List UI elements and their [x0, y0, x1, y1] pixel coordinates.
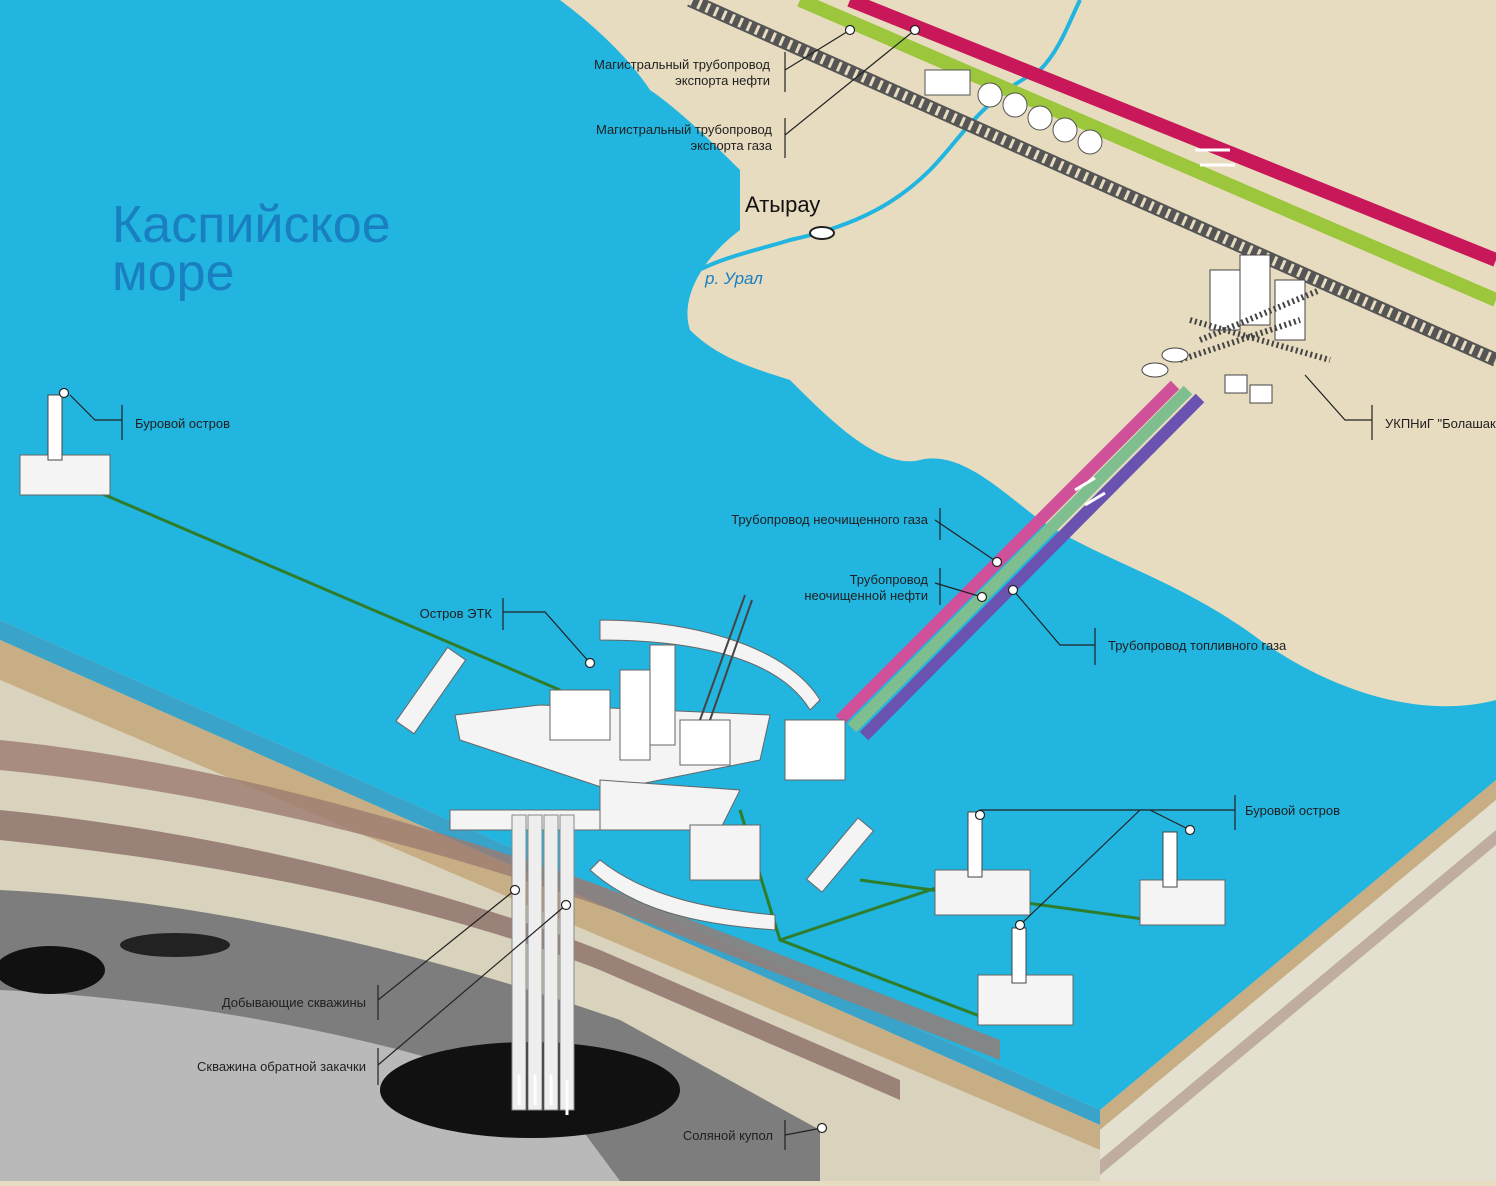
ukpnig-label: УКПНиГ "Болашак" [1385, 416, 1496, 431]
oil-reservoir-2 [120, 933, 230, 957]
drill-island-se-3-icon [977, 927, 1074, 1026]
tank-train-icon [924, 69, 1103, 155]
ukpnig-plant-icon [1141, 254, 1331, 404]
city-label: Атырау [745, 192, 820, 217]
strata-band-2 [0, 810, 900, 1100]
export-flow-arrows-icon [1195, 148, 1235, 167]
gas-export-label-line1: Магистральный трубопровод [596, 122, 772, 137]
drill-island-se-label: Буровой остров [1245, 803, 1340, 818]
sea-label-line1: Каспийское [112, 196, 391, 254]
drill-island-se-2-icon [1139, 831, 1226, 926]
strata-band-1 [0, 740, 1000, 1060]
drill-island-nw-label: Буровой остров [135, 416, 230, 431]
flowline-nw [69, 478, 561, 692]
side-section-sand [1100, 780, 1496, 1130]
raw-oil-pipeline-label-line1: Трубопровод [850, 572, 929, 587]
oil-export-label-line1: Магистральный трубопровод [594, 57, 770, 72]
oil-export-label-line2: экспорта нефти [675, 73, 770, 88]
oil-export-pipeline [847, 0, 1496, 267]
gas-export-label-line2: экспорта газа [690, 138, 772, 153]
etk-island-complex [395, 594, 875, 931]
reinjection-well-label: Скважина обратной закачки [197, 1059, 366, 1074]
atyrau-marker-icon [809, 226, 835, 240]
drill-island-se-1-icon [934, 811, 1031, 916]
raw-oil-pipeline-label-line2: неочищенной нефти [804, 588, 928, 603]
bracket-ticks [121, 52, 1373, 1150]
raw-oil-pipeline [847, 385, 1193, 733]
ural-river [668, 0, 1082, 292]
leader-lines [69, 29, 1372, 1136]
side-section-band [1100, 830, 1496, 1175]
fuel-gas-pipeline [859, 393, 1205, 741]
oil-reservoir-1 [0, 946, 105, 994]
raw-gas-pipeline-label: Трубопровод неочищенного газа [731, 512, 929, 527]
drill-island-nw-icon [19, 394, 111, 496]
caspian-sea [0, 0, 1496, 1110]
raw-gas-pipeline [835, 380, 1180, 725]
pipeline-flow-arrows-icon [1074, 476, 1106, 507]
production-wells-label: Добывающие скважины [222, 995, 366, 1010]
river-label: р. Урал [704, 269, 763, 288]
fuel-gas-pipeline-label: Трубопровод топливного газа [1108, 638, 1287, 653]
salt-dome-label: Соляной купол [683, 1128, 773, 1143]
railway-ties [687, 0, 1496, 365]
etk-island-label: Остров ЭТК [420, 606, 493, 621]
sea-label-line2: море [112, 244, 235, 302]
leader-dots [58, 24, 1196, 1134]
gas-export-pipeline [797, 0, 1496, 307]
